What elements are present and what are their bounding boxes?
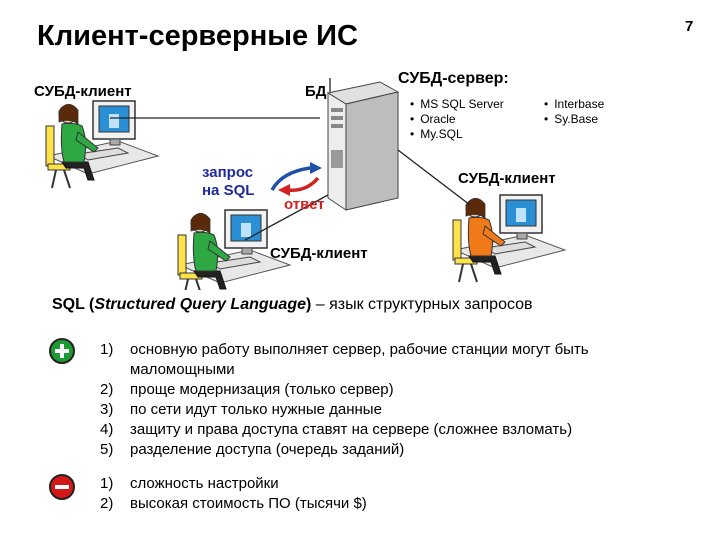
- list-item: Sy.Base: [544, 112, 604, 127]
- sql-definition: SQL (Structured Query Language) – язык с…: [52, 296, 533, 314]
- connection-line-bottom: [244, 194, 329, 241]
- advantages-list: 1)основную работу выполняет сервер, рабо…: [100, 340, 589, 460]
- workstation-bottom: [177, 209, 291, 290]
- list-item: Oracle: [410, 112, 504, 127]
- plus-icon: [49, 338, 75, 364]
- client-server-diagram: [45, 78, 566, 290]
- list-item: 1)основную работу выполняет сервер, рабо…: [100, 341, 589, 358]
- list-item: маломощными: [130, 361, 235, 378]
- server-icon: [326, 81, 400, 211]
- query-arrow-icon: [270, 166, 311, 191]
- disadvantages-list: 1)сложность настройки 2)высокая стоимост…: [100, 474, 367, 514]
- list-item: Interbase: [544, 97, 604, 112]
- client-label-bottom: СУБД-клиент: [270, 245, 368, 262]
- query-label-line2: на SQL: [202, 182, 255, 199]
- sql-close-paren: ): [305, 296, 312, 313]
- page-number: 7: [685, 18, 694, 35]
- query-label-line1: запрос: [202, 164, 254, 181]
- client-label-top-left: СУБД-клиент: [34, 83, 132, 100]
- list-item: 2)проще модернизация (только сервер): [100, 381, 394, 398]
- slide-title: Клиент-серверные ИС: [37, 20, 358, 52]
- query-label: запрос на SQL: [202, 164, 254, 200]
- db-label: БД: [305, 83, 327, 100]
- list-item: 4)защиту и права доступа ставят на серве…: [100, 421, 573, 438]
- client-label-right: СУБД-клиент: [458, 170, 556, 187]
- sql-open-paren: (: [84, 296, 95, 313]
- connection-line-right: [397, 149, 471, 206]
- sql-expansion: Structured Query Language: [94, 296, 306, 313]
- list-item: MS SQL Server: [410, 97, 504, 112]
- list-item: 5)разделение доступа (очередь заданий): [100, 441, 405, 458]
- server-list-b: Interbase Sy.Base: [544, 97, 604, 127]
- server-label: СУБД-сервер:: [398, 70, 509, 87]
- list-item: 3)по сети идут только нужные данные: [100, 401, 382, 418]
- answer-label: ответ: [284, 196, 325, 213]
- answer-arrow-icon: [287, 176, 320, 192]
- list-item: My.SQL: [410, 127, 504, 142]
- list-item: 2)высокая стоимость ПО (тысячи $): [100, 495, 367, 512]
- sql-abbr: SQL: [52, 296, 85, 313]
- workstation-top-left: [45, 100, 159, 189]
- server-list-a: MS SQL Server Oracle My.SQL: [410, 97, 504, 142]
- workstation-right: [452, 194, 566, 283]
- minus-icon: [49, 474, 75, 500]
- sql-description: – язык структурных запросов: [311, 296, 533, 313]
- list-item: 1)сложность настройки: [100, 475, 279, 492]
